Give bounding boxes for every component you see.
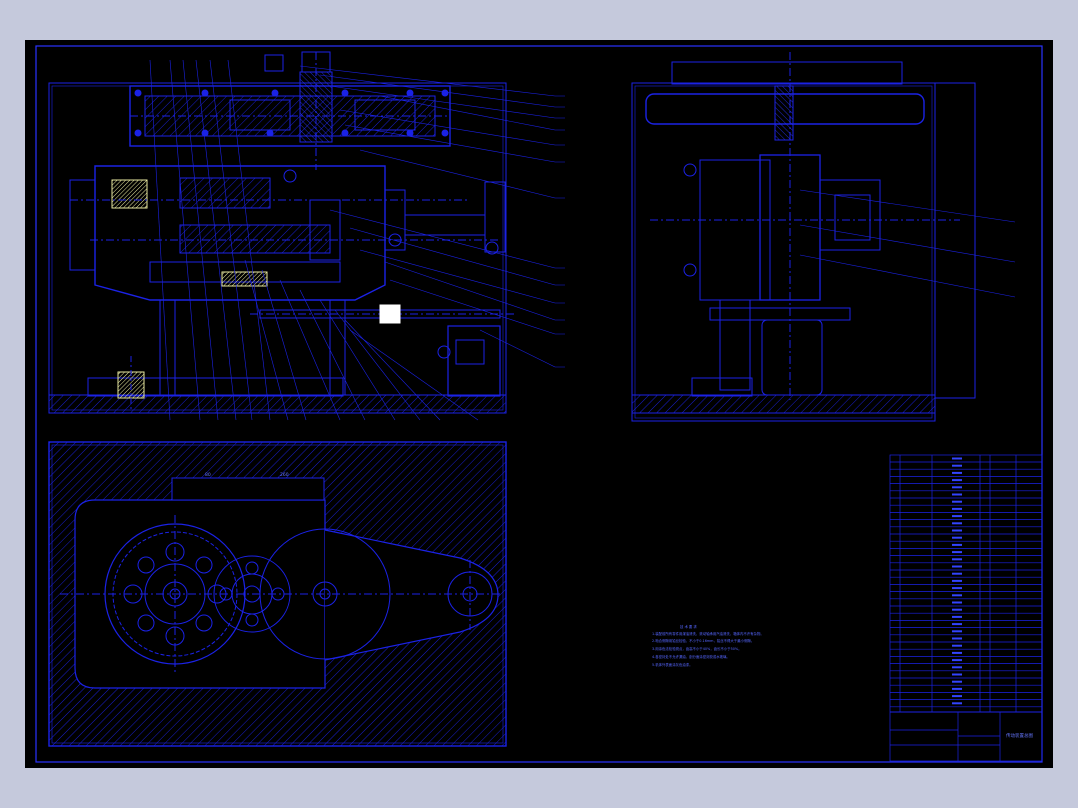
parts-row-mark <box>952 644 962 647</box>
parts-list-table <box>889 454 1043 762</box>
parts-row-mark <box>952 659 962 662</box>
note-line-2: 2.啮合侧隙用铅丝检验，不小于0.16mm，铅丝不得大于最小侧隙。 <box>652 638 754 643</box>
parts-row-mark <box>952 522 962 525</box>
drawing-frame <box>35 45 1043 763</box>
balloon-markers <box>555 95 565 368</box>
parts-row-mark <box>952 637 962 640</box>
parts-row-mark <box>952 673 962 676</box>
parts-row-mark <box>952 529 962 532</box>
parts-row-mark <box>952 486 962 489</box>
gearbox-front-section <box>48 51 556 421</box>
notes-heading: 技 术 要 求 <box>680 624 697 629</box>
parts-row-mark <box>952 479 962 482</box>
parts-row-mark <box>952 666 962 669</box>
parts-row-mark <box>952 536 962 539</box>
parts-row-mark <box>952 594 962 597</box>
parts-row-mark <box>952 572 962 575</box>
parts-row-mark <box>952 500 962 503</box>
parts-row-mark <box>952 630 962 633</box>
belt-drive-plan-view <box>48 441 507 747</box>
parts-row-mark <box>952 565 962 568</box>
note-line-4: 4.各密封处不允许漏油，剖分面涂密封胶或水玻璃。 <box>652 654 730 659</box>
parts-row-mark <box>952 507 962 510</box>
parts-row-mark <box>952 464 962 467</box>
parts-row-mark <box>952 601 962 604</box>
parts-row-mark <box>952 558 962 561</box>
parts-row-mark <box>952 515 962 518</box>
parts-row-mark <box>952 543 962 546</box>
parts-row-mark <box>952 579 962 582</box>
parts-row-mark <box>952 695 962 698</box>
parts-list-entries <box>952 457 962 705</box>
title-block-name: 传动装置总图 <box>1006 732 1033 739</box>
technical-notes: 技 术 要 求 1.装配前所有零件用煤油清洗，滚动轴承用汽油清洗，箱体内不许有杂… <box>652 624 764 667</box>
parts-row-mark <box>952 680 962 683</box>
parts-row-mark <box>952 587 962 590</box>
parts-row-mark <box>952 615 962 618</box>
parts-row-mark <box>952 702 962 705</box>
parts-row-mark <box>952 608 962 611</box>
dim-label-mid: 260 <box>280 472 289 478</box>
note-line-3: 3.用涂色法检验斑点，齿高不小于40%，齿长不小于50%。 <box>652 646 742 651</box>
parts-row-mark <box>952 623 962 626</box>
parts-row-mark <box>952 551 962 554</box>
dim-label-left: 80 <box>205 472 211 478</box>
parts-row-mark <box>952 457 962 460</box>
parts-row-mark <box>952 493 962 496</box>
parts-row-mark <box>952 471 962 474</box>
parts-row-mark <box>952 687 962 690</box>
gearbox-side-view <box>631 52 1016 422</box>
note-line-1: 1.装配前所有零件用煤油清洗，滚动轴承用汽油清洗，箱体内不许有杂物。 <box>652 631 764 636</box>
note-line-5: 5.机体外表面涂灰色油漆。 <box>652 662 693 667</box>
parts-row-mark <box>952 651 962 654</box>
